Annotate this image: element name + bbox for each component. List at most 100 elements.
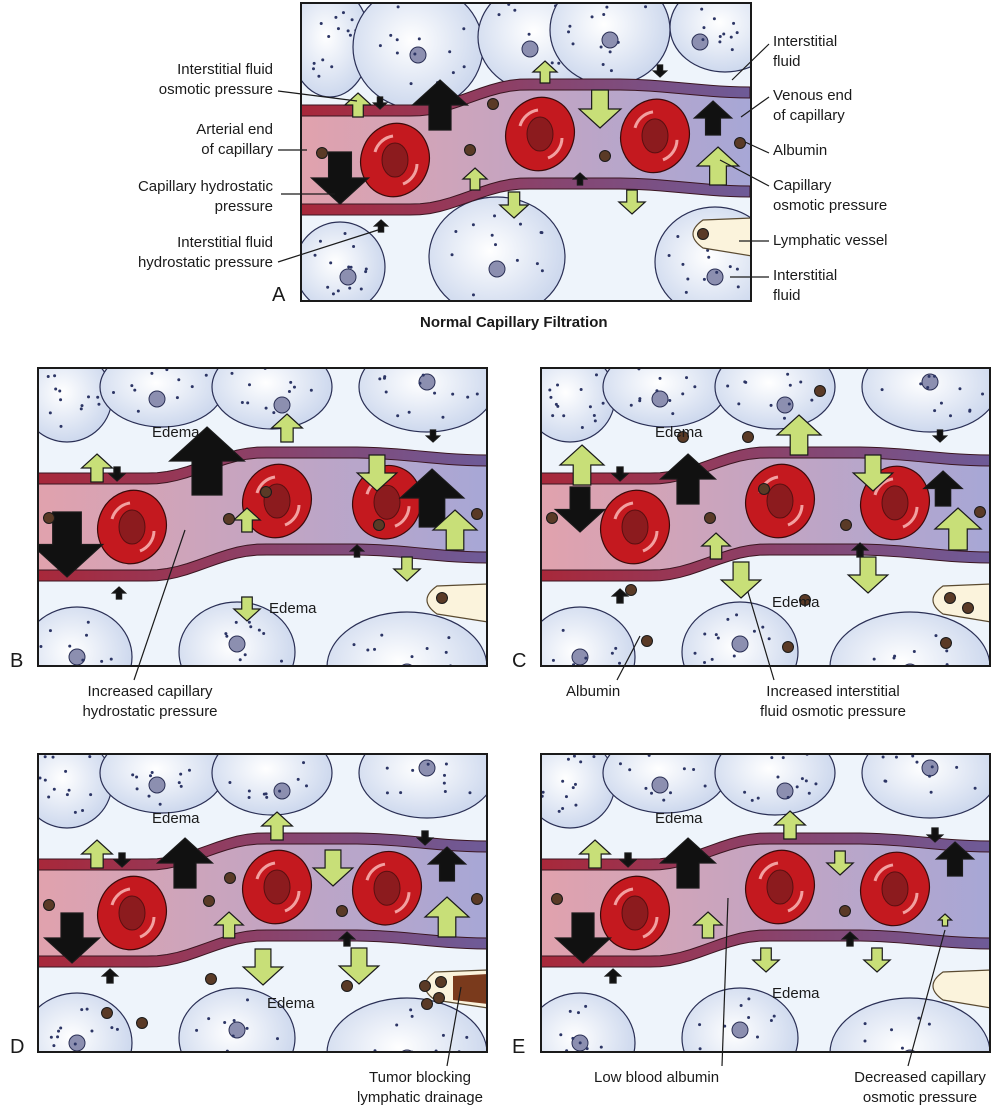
- albumin-particle: [435, 976, 447, 988]
- cell-nucleus: [418, 759, 436, 777]
- panel-a-letter: A: [272, 284, 286, 306]
- albumin-particle: [43, 899, 55, 911]
- panel-border: [540, 753, 991, 1053]
- albumin-particle: [697, 228, 709, 240]
- label-capillary-hydrostatic-pressure: Capillary hydrostatic pressure: [137, 178, 273, 215]
- hydrostatic-pressure-arrow: [651, 64, 669, 78]
- hydrostatic-pressure-arrow: [922, 470, 964, 507]
- tissue-cell: [178, 601, 296, 667]
- osmotic-pressure-arrow: [311, 849, 355, 887]
- annotation-increased-interstitial-fluid-osmotic-pressure: Increased interstitial fluid osmotic pre…: [760, 683, 906, 720]
- albumin-particle: [471, 893, 483, 905]
- label-interstitial-fluid-top: Interstitial fluid: [773, 33, 838, 70]
- label-interstitial-fluid-hydrostatic-pressure: Interstitial fluid hydrostatic pressure: [137, 234, 273, 271]
- albumin-particle: [487, 98, 499, 110]
- red-blood-cell: [860, 851, 930, 927]
- cell-nucleus: [148, 390, 166, 408]
- hydrostatic-pressure-arrow: [348, 544, 366, 558]
- osmotic-pressure-arrow: [936, 913, 954, 927]
- osmotic-pressure-arrow: [846, 556, 890, 594]
- tissue-cell: [178, 987, 296, 1053]
- cell-nucleus: [418, 373, 436, 391]
- osmotic-pressure-arrow: [80, 839, 114, 869]
- cell-nucleus: [228, 1021, 246, 1039]
- hydrostatic-pressure-arrow: [415, 830, 435, 846]
- edema-label: Edema: [655, 424, 703, 441]
- osmotic-pressure-arrow: [392, 556, 422, 582]
- cell-nucleus: [601, 31, 619, 49]
- panel-border: [37, 753, 488, 1053]
- cell-nucleus: [731, 635, 749, 653]
- tissue-cell: [540, 606, 636, 667]
- cell-nucleus: [409, 46, 427, 64]
- hydrostatic-pressure-arrow: [410, 79, 470, 131]
- osmotic-pressure-arrow: [617, 189, 647, 215]
- cell-nucleus: [776, 396, 794, 414]
- osmotic-pressure-arrow: [270, 413, 304, 443]
- albumin-particle: [840, 519, 852, 531]
- osmotic-pressure-arrow: [773, 810, 807, 840]
- hydrostatic-pressure-arrow: [309, 151, 371, 205]
- hydrostatic-pressure-arrow: [840, 931, 860, 947]
- hydrostatic-pressure-arrow: [398, 468, 466, 528]
- hydrostatic-pressure-arrow: [155, 837, 215, 889]
- osmotic-pressure-arrow: [851, 454, 895, 492]
- panel-e-letter: E: [512, 1036, 526, 1058]
- cell-nucleus: [921, 759, 939, 777]
- osmotic-pressure-arrow: [825, 850, 855, 876]
- panel-b-letter: B: [10, 650, 24, 672]
- cell-nucleus: [521, 40, 539, 58]
- albumin-particle: [546, 512, 558, 524]
- albumin-particle: [758, 483, 770, 495]
- hydrostatic-pressure-arrow: [553, 912, 613, 964]
- albumin-particle: [944, 592, 956, 604]
- hydrostatic-pressure-arrow: [37, 511, 105, 578]
- panel-a-illustration: [300, 2, 752, 302]
- annotation-decreased-capillary-osmotic-pressure: Decreased capillary osmotic pressure: [854, 1069, 986, 1106]
- red-blood-cell: [620, 98, 690, 174]
- tissue-cell: [211, 367, 333, 430]
- hydrostatic-pressure-arrow: [925, 827, 945, 843]
- osmotic-pressure-arrow: [355, 454, 399, 492]
- hydrostatic-pressure-arrow: [603, 968, 623, 984]
- albumin-particle: [742, 431, 754, 443]
- hydrostatic-pressure-arrow: [372, 219, 390, 233]
- red-blood-cell: [745, 849, 815, 925]
- tissue-cell: [540, 992, 636, 1053]
- albumin-particle: [336, 905, 348, 917]
- albumin-particle: [205, 973, 217, 985]
- label-interstitial-fluid-osmotic-pressure: Interstitial fluid osmotic pressure: [158, 61, 273, 98]
- figure-title: Normal Capillary Filtration: [420, 314, 608, 331]
- label-interstitial-fluid-bottom: Interstitial fluid: [773, 267, 838, 304]
- red-blood-cell: [600, 875, 670, 951]
- cell-nucleus: [921, 373, 939, 391]
- albumin-particle: [940, 637, 952, 649]
- albumin-particle: [704, 512, 716, 524]
- hydrostatic-pressure-arrow: [168, 426, 246, 496]
- cell-nucleus: [651, 390, 669, 408]
- hydrostatic-pressure-arrow: [931, 429, 949, 443]
- panel-d-letter: D: [10, 1036, 25, 1058]
- albumin-particle: [471, 508, 483, 520]
- osmotic-pressure-arrow: [577, 89, 623, 129]
- albumin-particle: [962, 602, 974, 614]
- annotation-low-blood-albumin: Low blood albumin: [594, 1069, 720, 1086]
- osmotic-pressure-arrow: [933, 507, 983, 551]
- label-lymphatic-vessel: Lymphatic vessel: [773, 232, 888, 249]
- albumin-particle: [203, 895, 215, 907]
- osmotic-pressure-arrow: [700, 532, 732, 560]
- cell-nucleus: [731, 1021, 749, 1039]
- edema-label: Edema: [267, 995, 315, 1012]
- tissue-cell: [37, 606, 133, 667]
- hydrostatic-pressure-arrow: [692, 100, 734, 136]
- osmotic-pressure-arrow: [260, 811, 294, 841]
- albumin-particle: [641, 635, 653, 647]
- osmotic-pressure-arrow: [692, 911, 724, 939]
- tissue-cell: [602, 367, 728, 428]
- osmotic-pressure-arrow: [461, 167, 489, 191]
